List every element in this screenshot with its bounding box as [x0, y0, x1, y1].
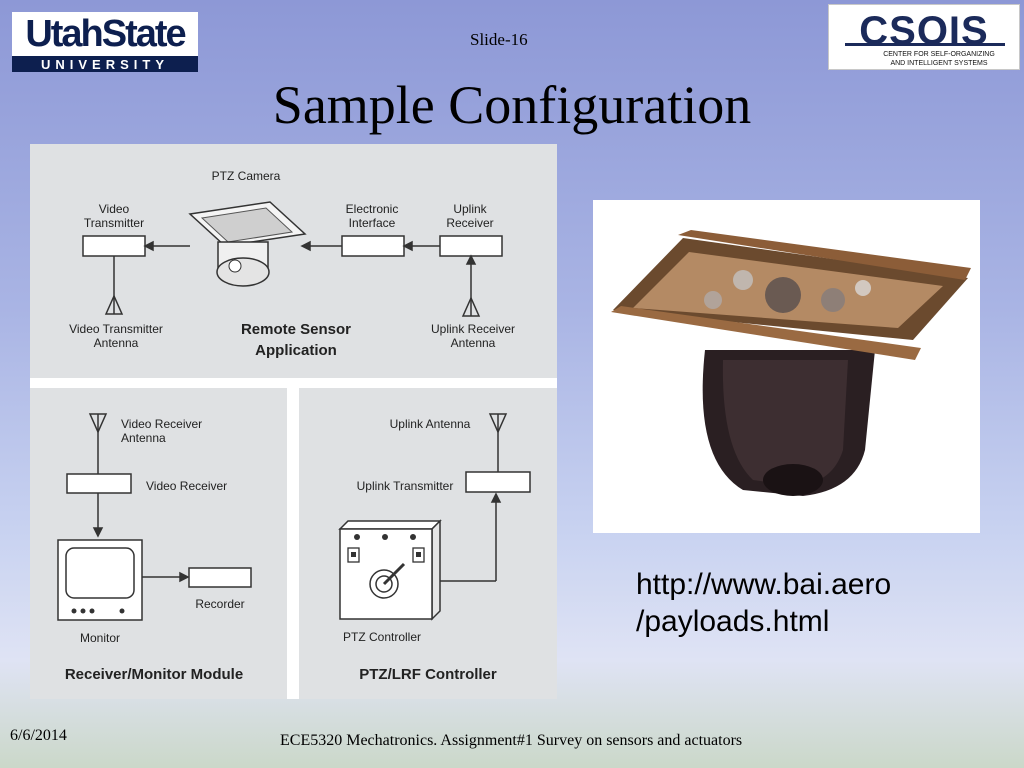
- electronic-interface-box: [341, 235, 405, 257]
- slide-number: Slide-16: [470, 30, 528, 49]
- footer-course-text: ECE5320 Mechatronics. Assignment#1 Surve…: [280, 732, 743, 749]
- video-receiver-arrow: [92, 493, 104, 538]
- video-receiver-label: Video Receiver: [146, 479, 227, 493]
- remote-sensor-label-1: Remote Sensor: [241, 321, 351, 338]
- uplink-transmitter-box: [465, 471, 531, 493]
- video-receiver-box: [66, 473, 132, 494]
- ptz-payload-photo: [593, 200, 980, 533]
- video-transmitter-label-1: Video: [99, 202, 130, 216]
- csois-sub-line-1: CENTER FOR SELF-ORGANIZING: [883, 51, 995, 58]
- csois-logo-rule: [845, 43, 1005, 46]
- csois-logo: CSOIS CENTER FOR SELF-ORGANIZING AND INT…: [828, 4, 1020, 70]
- recorder-arrow: [142, 571, 190, 583]
- ptz-controller-label: PTZ Controller: [343, 630, 421, 644]
- ptz-controller-arrow: [434, 492, 502, 582]
- recorder-label: Recorder: [195, 597, 244, 611]
- uplink-transmitter-label: Uplink Transmitter: [357, 479, 454, 493]
- panel-divider-vertical: [287, 388, 299, 699]
- vr-antenna-label-2: Antenna: [121, 431, 166, 445]
- video-receiver-antenna-icon: [88, 413, 108, 474]
- ptz-payload-illustration: [611, 230, 971, 496]
- ptz-lrf-controller-label: PTZ/LRF Controller: [359, 666, 497, 683]
- receiver-module-label: Receiver/Monitor Module: [65, 666, 243, 683]
- electronic-interface-label-1: Electronic: [346, 202, 399, 216]
- vt-antenna-label-2: Antenna: [94, 336, 139, 350]
- source-url[interactable]: http://www.bai.aero /payloads.html: [636, 566, 891, 640]
- top-panel-arrows: [113, 240, 477, 298]
- video-transmitter-label-2: Transmitter: [84, 216, 144, 230]
- uplink-receiver-box: [439, 235, 503, 257]
- ur-antenna-label-2: Antenna: [451, 336, 496, 350]
- ur-antenna-label-1: Uplink Receiver: [431, 322, 515, 336]
- csois-logo-wordmark: CSOIS: [859, 9, 989, 53]
- remote-sensor-label-2: Application: [255, 342, 337, 359]
- slide-title: Sample Configuration: [272, 75, 752, 135]
- ptz-controller-icon: [338, 519, 442, 621]
- recorder-box: [188, 567, 252, 588]
- uplink-receiver-label-2: Receiver: [446, 216, 493, 230]
- usu-logo-university: UNIVERSITY: [12, 56, 198, 72]
- usu-logo-wordmark: UtahState: [25, 12, 186, 55]
- footer-date: 6/6/2014: [10, 727, 67, 744]
- diagram-svg: PTZ Camera Video Transmitter Electronic …: [30, 169, 557, 699]
- vt-antenna-label-1: Video Transmitter: [69, 322, 163, 336]
- ptz-camera-label: PTZ Camera: [212, 169, 281, 183]
- source-url-line-1[interactable]: http://www.bai.aero: [636, 568, 892, 601]
- ptz-camera-icon: [188, 201, 307, 287]
- uplink-receiver-label-1: Uplink: [453, 202, 487, 216]
- uplink-antenna-icon: [488, 413, 508, 472]
- vr-antenna-label-1: Video Receiver: [121, 417, 202, 431]
- source-url-line-2[interactable]: /payloads.html: [636, 605, 830, 638]
- csois-sub-line-2: AND INTELLIGENT SYSTEMS: [890, 60, 988, 67]
- csois-logo-subtitle: CENTER FOR SELF-ORGANIZING AND INTELLIGE…: [867, 50, 1011, 68]
- uplink-receiver-antenna-icon: [461, 296, 481, 317]
- configuration-diagram: PTZ Camera Video Transmitter Electronic …: [30, 144, 557, 699]
- monitor-icon: [57, 539, 143, 621]
- video-transmitter-antenna-icon: [104, 294, 124, 315]
- uplink-antenna-label: Uplink Antenna: [390, 417, 471, 431]
- utah-state-university-logo: UtahState UNIVERSITY: [12, 12, 198, 72]
- video-transmitter-box: [82, 235, 146, 257]
- monitor-label: Monitor: [80, 631, 120, 645]
- panel-divider-horizontal: [30, 378, 557, 388]
- electronic-interface-label-2: Interface: [349, 216, 396, 230]
